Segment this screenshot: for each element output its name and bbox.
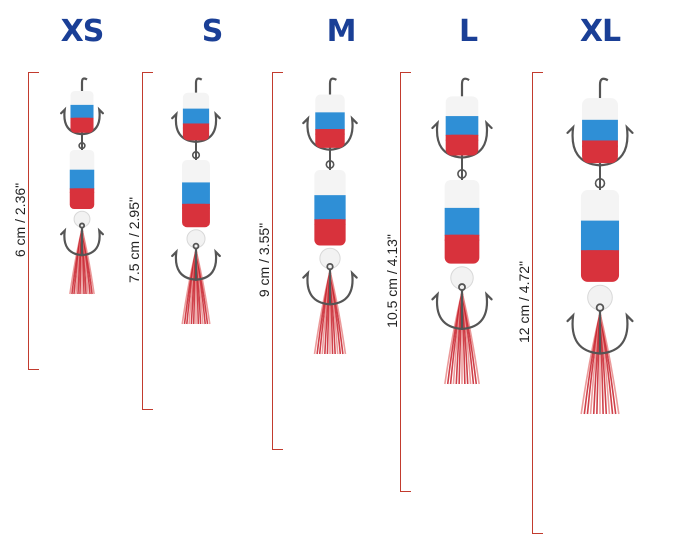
lower-foam-body — [314, 170, 346, 246]
lure-graphic — [171, 77, 221, 325]
measurement-bracket — [400, 72, 411, 492]
lower-treble-hook-icon — [60, 222, 104, 257]
measurement-bracket — [272, 72, 283, 450]
size-label-l: L — [458, 14, 478, 49]
lure-graphic — [60, 77, 104, 295]
lure-graphic — [566, 77, 634, 415]
upper-foam-body — [182, 92, 210, 141]
upper-foam-body — [582, 98, 618, 164]
upper-foam-body — [315, 94, 345, 148]
lure-graphic — [431, 77, 493, 385]
white-bead — [587, 284, 613, 311]
measurement-bracket — [28, 72, 39, 370]
lower-treble-hook-icon — [302, 262, 358, 306]
upper-foam-body — [70, 90, 94, 133]
lower-foam-body — [69, 150, 95, 210]
measurement-bracket — [532, 72, 543, 534]
size-label-xl: XL — [579, 14, 621, 49]
lower-treble-hook-icon — [171, 242, 221, 281]
lure-graphic — [302, 77, 358, 355]
lower-treble-hook-icon — [431, 283, 493, 331]
lower-foam-body — [444, 180, 480, 264]
upper-foam-body — [445, 96, 479, 156]
size-label-s: S — [201, 14, 224, 49]
measurement-bracket — [142, 72, 153, 410]
lower-treble-hook-icon — [566, 303, 634, 355]
lower-foam-body — [580, 190, 620, 282]
lower-foam-body — [182, 160, 210, 228]
size-label-m: M — [326, 14, 357, 49]
size-label-xs: XS — [60, 14, 105, 49]
